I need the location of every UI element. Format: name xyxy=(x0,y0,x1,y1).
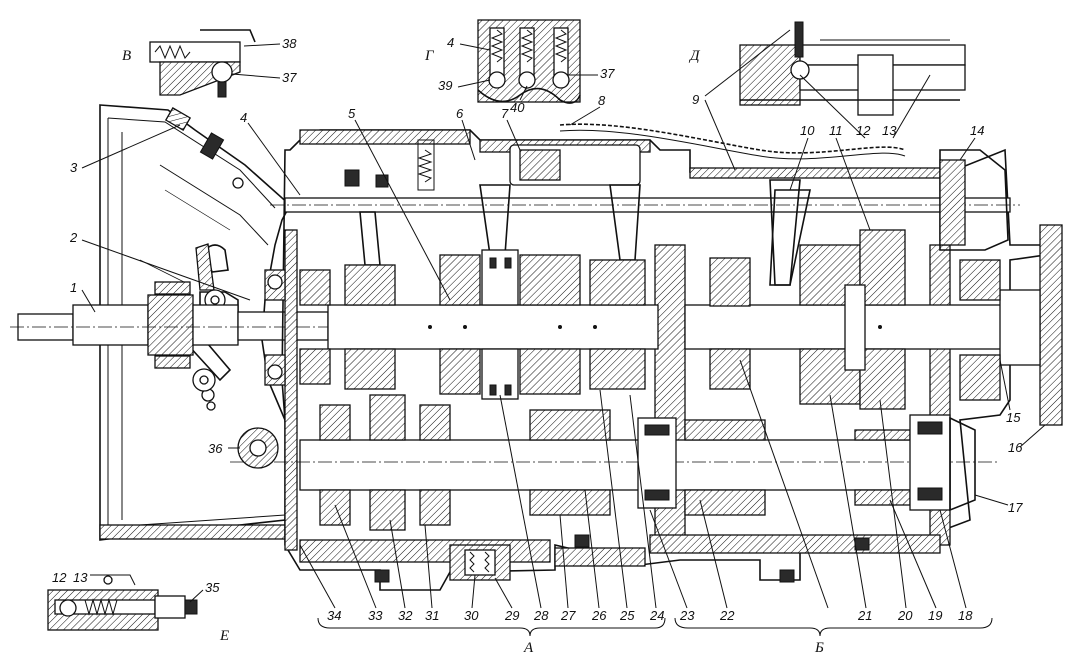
callout-12: 12 xyxy=(856,123,871,138)
countershaft xyxy=(230,394,1000,583)
callout-5: 5 xyxy=(348,106,356,121)
callout-18: 18 xyxy=(958,608,973,623)
callout-4: 4 xyxy=(240,110,247,125)
inset-E xyxy=(47,574,198,631)
callout-32: 32 xyxy=(398,608,413,623)
callout-15: 15 xyxy=(1006,410,1021,425)
callout-13-inset-E: 13 xyxy=(73,570,88,585)
callout-40: 40 xyxy=(510,100,525,115)
callout-3: 3 xyxy=(70,160,78,175)
callout-23: 23 xyxy=(679,608,695,623)
callout-37-inset-B: 37 xyxy=(282,70,297,85)
callout-31: 31 xyxy=(425,608,439,623)
callout-36: 36 xyxy=(208,441,223,456)
callout-29: 29 xyxy=(504,608,519,623)
callout-2: 2 xyxy=(69,230,78,245)
callout-4-inset-G: 4 xyxy=(447,35,454,50)
section-A-label: А xyxy=(523,640,534,656)
callout-35: 35 xyxy=(205,580,220,595)
callout-24: 24 xyxy=(649,608,664,623)
inset-D xyxy=(739,21,966,116)
callout-20: 20 xyxy=(897,608,913,623)
callout-21: 21 xyxy=(857,608,872,623)
callout-1: 1 xyxy=(70,280,77,295)
inset-G-letter: Г xyxy=(424,48,435,64)
callout-6: 6 xyxy=(456,106,464,121)
inset-B-letter: В xyxy=(122,48,131,64)
callout-11: 11 xyxy=(829,123,843,138)
callout-8: 8 xyxy=(598,93,606,108)
range-section xyxy=(709,149,1063,426)
callout-leaders xyxy=(81,74,1046,637)
callout-38: 38 xyxy=(282,36,297,51)
callout-28: 28 xyxy=(533,608,549,623)
callout-33: 33 xyxy=(368,608,383,623)
inset-E-letter: Е xyxy=(219,628,229,644)
callout-13: 13 xyxy=(882,123,897,138)
section-B-label: Б xyxy=(814,640,824,656)
callout-16: 16 xyxy=(1008,440,1023,455)
callout-37-inset-G: 37 xyxy=(600,66,615,81)
callout-26: 26 xyxy=(591,608,607,623)
callout-30: 30 xyxy=(464,608,479,623)
callout-10: 10 xyxy=(800,123,815,138)
inset-G xyxy=(477,19,581,104)
callout-34: 34 xyxy=(327,608,341,623)
callout-7: 7 xyxy=(501,106,509,121)
callout-22: 22 xyxy=(719,608,735,623)
inset-B xyxy=(149,29,256,98)
callout-25: 25 xyxy=(619,608,635,623)
inset-D-letter: Д xyxy=(688,48,701,64)
callout-17: 17 xyxy=(1008,500,1023,515)
callout-27: 27 xyxy=(560,608,576,623)
callout-39: 39 xyxy=(438,78,452,93)
callout-19: 19 xyxy=(928,608,942,623)
callout-14: 14 xyxy=(970,123,984,138)
callout-9: 9 xyxy=(692,92,699,107)
callout-12-inset-E: 12 xyxy=(52,570,67,585)
